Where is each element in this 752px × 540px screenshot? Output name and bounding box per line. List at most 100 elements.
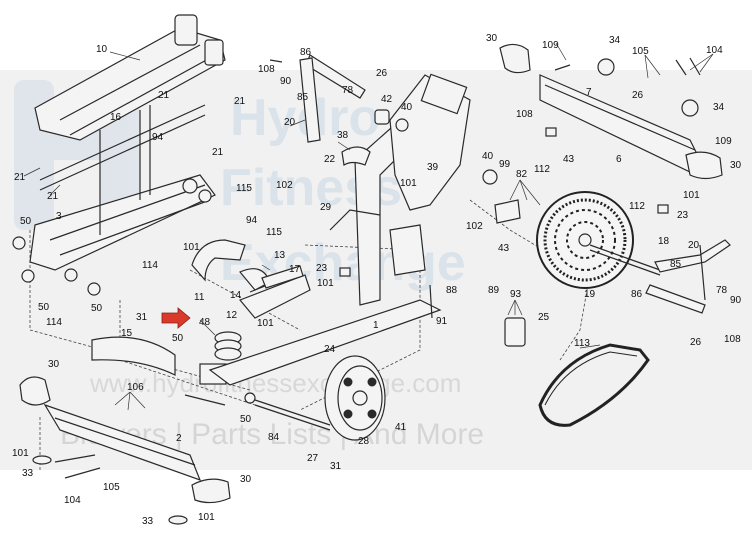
leader-lines	[23, 42, 714, 411]
callout-label: 112	[534, 164, 550, 175]
part-113-belt	[538, 343, 650, 427]
callout-label: 109	[542, 40, 559, 51]
callout-label: 33	[142, 516, 154, 527]
callout-label: 101	[198, 512, 215, 523]
callout-label: 89	[488, 285, 500, 296]
callout-label: 19	[584, 289, 596, 300]
callout-label: 94	[152, 132, 164, 143]
callout-label: 85	[297, 92, 309, 103]
callout-label: 114	[46, 317, 62, 328]
callout-label: 12	[226, 310, 238, 321]
part-29-bracket	[389, 224, 426, 276]
left-hardware	[12, 178, 212, 296]
callout-label: 90	[280, 76, 292, 87]
callout-label: 25	[538, 312, 550, 323]
callout-label: 16	[110, 112, 122, 123]
callout-label: 23	[316, 263, 328, 274]
callout-label: 50	[91, 303, 103, 314]
part-40-bearings	[374, 109, 498, 185]
part-upright-post	[389, 73, 471, 211]
callout-label: 105	[632, 46, 649, 57]
callout-label: 7	[586, 87, 592, 98]
callout-label: 38	[337, 130, 349, 141]
callout-label: 101	[683, 190, 700, 201]
callout-label: 39	[427, 162, 439, 173]
callout-label: 31	[330, 461, 342, 472]
callout-label: 20	[284, 117, 296, 128]
part-3-lower-pedal-arm	[29, 174, 216, 271]
callout-label: 6	[616, 154, 622, 165]
callout-label: 29	[320, 202, 332, 213]
part-34-wheels	[597, 58, 699, 117]
callout-label: 22	[324, 154, 336, 165]
callout-label: 99	[499, 159, 511, 170]
callout-label: 108	[258, 64, 275, 75]
callout-label: 50	[172, 333, 184, 344]
part-11-handle-bracket	[191, 239, 246, 282]
callout-label: 23	[677, 210, 689, 221]
callout-label: 21	[47, 191, 59, 202]
part-48-spring	[214, 331, 242, 361]
callout-label: 33	[22, 468, 34, 479]
callout-label: 106	[127, 382, 144, 393]
callout-label: 15	[121, 328, 133, 339]
part-33-levelers	[32, 455, 188, 525]
callout-label: 18	[658, 236, 670, 247]
callout-label: 21	[212, 147, 224, 158]
callout-label: 48	[199, 317, 211, 328]
callout-label: 114	[142, 260, 158, 271]
highlight-arrow-icon	[161, 307, 191, 329]
callout-label: 41	[395, 422, 407, 433]
callout-label: 112	[629, 201, 645, 212]
callout-label: 24	[324, 344, 336, 355]
callout-label: 86	[631, 289, 643, 300]
callout-label: 26	[690, 337, 702, 348]
part-2-rear-stabilizer	[43, 403, 202, 482]
callout-label: 93	[510, 289, 522, 300]
part-30-endcap-left	[19, 376, 51, 406]
part-84-axle	[244, 392, 331, 431]
callout-label: 21	[14, 172, 26, 183]
callout-label: 10	[96, 44, 108, 55]
callout-label: 108	[724, 334, 741, 345]
callout-label: 30	[486, 33, 498, 44]
callout-label: 115	[266, 227, 282, 238]
callout-label: 101	[183, 242, 200, 253]
part-20-crank-arm-upper	[299, 54, 366, 143]
callout-label: 21	[234, 96, 246, 107]
callout-label: 104	[64, 495, 81, 506]
callout-label: 3	[56, 211, 62, 222]
callout-label: 88	[446, 285, 458, 296]
callout-label: 43	[498, 243, 510, 254]
callout-label: 26	[376, 68, 388, 79]
part-14-clamp	[239, 268, 271, 291]
callout-label: 13	[274, 250, 286, 261]
callout-label: 94	[246, 215, 258, 226]
callout-label: 11	[194, 292, 205, 303]
callout-label: 30	[730, 160, 742, 171]
callout-label: 82	[516, 169, 528, 180]
callout-label: 108	[516, 109, 533, 120]
part-82-bracket	[494, 199, 521, 224]
part-18-axle-right	[589, 244, 661, 276]
callout-label: 50	[240, 414, 252, 425]
callout-label: 26	[632, 90, 644, 101]
callout-label: 85	[670, 259, 682, 270]
callout-label: 102	[466, 221, 483, 232]
part-23-caps	[339, 127, 669, 277]
part-30-endcaps-right	[499, 43, 723, 180]
part-22-bracket	[341, 146, 371, 166]
callout-label: 30	[48, 359, 60, 370]
part-16-rail	[39, 104, 206, 235]
callout-label: 2	[176, 433, 182, 444]
watermark-url: www.hydrofitnessexchange.com	[89, 368, 461, 398]
callout-label: 113	[574, 338, 590, 349]
callout-label: 86	[300, 47, 312, 58]
callout-label: 20	[688, 240, 700, 251]
part-17-bar	[261, 265, 304, 289]
part-20-crank-arm-right	[645, 239, 731, 314]
part-1-main-frame	[208, 119, 442, 386]
callout-label: 104	[706, 45, 723, 56]
callout-label: 31	[136, 312, 148, 323]
